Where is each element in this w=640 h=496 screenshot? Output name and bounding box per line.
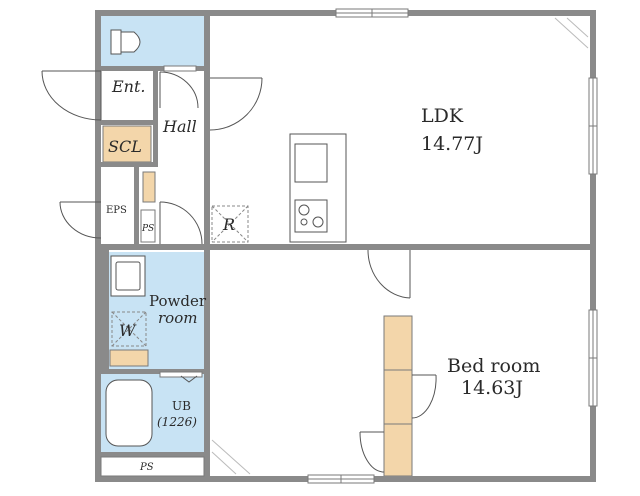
wall-ldk-bedroom xyxy=(204,244,590,250)
scl-shoe-closet xyxy=(102,125,152,163)
powder-label-1: Powder xyxy=(149,292,207,310)
entrance-label: Ent. xyxy=(111,77,146,96)
ps-bottom-box xyxy=(100,456,205,477)
ps-bottom-label: PS xyxy=(139,462,154,473)
ub-label-2: (1226) xyxy=(157,415,197,429)
entrance-door xyxy=(41,65,199,121)
fridge-label: R xyxy=(222,215,235,234)
wall-scl-bottom xyxy=(95,162,158,167)
window-top xyxy=(335,8,409,18)
toilet-icon xyxy=(110,29,141,55)
closet-door-upper xyxy=(411,374,437,419)
floor-hatch xyxy=(211,17,589,475)
ps-small-box xyxy=(140,209,156,243)
washer-label: W xyxy=(119,321,137,340)
bathtub-icon xyxy=(105,379,153,447)
hall-label: Hall xyxy=(162,117,197,136)
window-bottom xyxy=(307,474,375,484)
ldk-label: LDK xyxy=(421,105,464,127)
scl-label: SCL xyxy=(108,137,142,156)
ps-small-label: PS xyxy=(141,224,154,234)
eps-door xyxy=(59,201,102,239)
hall-shelf xyxy=(142,171,156,203)
fridge-icon xyxy=(211,205,249,243)
wall-ent-bottom xyxy=(95,120,153,125)
wall-ub-top xyxy=(95,369,210,374)
wall-hall-left xyxy=(153,66,158,164)
powder-label-2: room xyxy=(158,309,197,327)
bedroom-label: Bed room xyxy=(447,355,540,377)
washbasin-icon xyxy=(110,255,146,297)
outer-wall-right xyxy=(590,10,596,482)
eps-label: EPS xyxy=(106,205,127,216)
wall-eps-right xyxy=(134,162,139,244)
bath-door xyxy=(159,371,203,383)
wall-toilet-bottom xyxy=(95,66,210,71)
window-right-bedroom xyxy=(588,309,598,407)
bedroom-size-label: 14.63J xyxy=(461,377,523,399)
kitchen-counter xyxy=(289,133,347,243)
powder-door xyxy=(159,201,203,245)
wall-powder-left xyxy=(101,250,109,372)
washer-icon xyxy=(111,311,147,347)
ldk-size-label: 14.77J xyxy=(421,133,483,155)
bedroom-door xyxy=(367,249,411,299)
bedroom-closet xyxy=(383,315,413,477)
ub-label-1: UB xyxy=(172,399,191,413)
wall-ub-bottom xyxy=(95,452,210,457)
washer-shelf xyxy=(109,349,149,367)
wall-hall-bottom xyxy=(95,244,210,250)
closet-door-lower xyxy=(359,431,385,473)
window-right-ldk xyxy=(588,77,598,175)
ldk-door xyxy=(209,77,263,131)
